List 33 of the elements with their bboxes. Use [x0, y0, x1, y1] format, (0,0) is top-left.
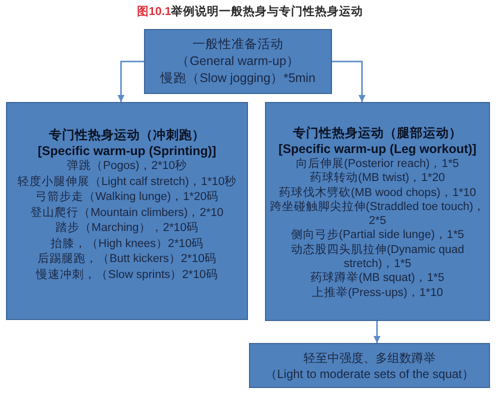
box-heading: 专门性热身运动（冲刺跑）	[49, 127, 205, 143]
exercise-item: 跨坐碰触脚尖拉伸(Straddled toe touch)，2*5	[269, 200, 486, 228]
process-box	[6, 102, 248, 320]
box-subheading: [Specific warm-up (Leg workout)]	[278, 141, 476, 157]
box-subheading: [Specific warm-up (Sprinting)]	[38, 143, 216, 159]
exercise-item: 药球蹲举(MB squat)，1*5	[310, 271, 444, 286]
box-text: （Light to moderate sets of the squat）	[265, 366, 474, 382]
exercise-item: 慢速冲刺，（Slow sprints）2*10码	[36, 268, 218, 282]
exercise-item: 向后伸展(Posterior reach)，1*5	[296, 157, 459, 172]
exercise-item: 药球转动(MB twist)，1*20	[310, 171, 445, 186]
arrow	[118, 60, 144, 102]
exercise-item: 药球伐木劈砍(MB wood chops)，1*10	[278, 186, 476, 200]
exercise-item: 登山爬行（Mountain climbers)，2*10	[30, 206, 224, 220]
process-box	[249, 343, 490, 388]
exercise-item: 弓箭步走（Walking lunge)，1*20码	[35, 190, 219, 205]
figure-title: 图10.1举例说明一般热身与专门性热身运动	[136, 5, 364, 20]
exercise-item: 抬膝，（High knees）2*10码	[50, 236, 204, 252]
box-text: （General warm-up）	[176, 53, 300, 70]
arrow	[374, 321, 380, 343]
exercise-item: 动态股四头肌拉伸(Dynamic quad stretch)，1*5	[290, 242, 466, 271]
box-text: 慢跑（Slow jogging）*5min	[160, 70, 316, 87]
process-box	[144, 29, 332, 94]
arrow	[332, 60, 366, 102]
box-heading: 专门性热身运动（腿部运动）	[293, 125, 462, 141]
process-box	[265, 102, 490, 321]
exercise-item: 上推举(Press-ups)，1*10	[312, 286, 444, 300]
exercise-item: 弹跳（Pogos)，2*10秒	[66, 159, 188, 174]
box-text: 轻至中强度、多组数蹲举	[304, 350, 436, 366]
exercise-item: 轻度小腿伸展（Light calf stretch)，1*10秒	[17, 174, 237, 190]
exercise-item: 后踢腿跑，（Butt kickers）2*10码	[37, 252, 217, 267]
exercise-item: 踏步（Marching），2*10码	[56, 221, 198, 236]
box-text: 一般性准备活动	[192, 36, 284, 53]
exercise-item: 侧向弓步(Partial side lunge)，1*5	[290, 228, 464, 243]
